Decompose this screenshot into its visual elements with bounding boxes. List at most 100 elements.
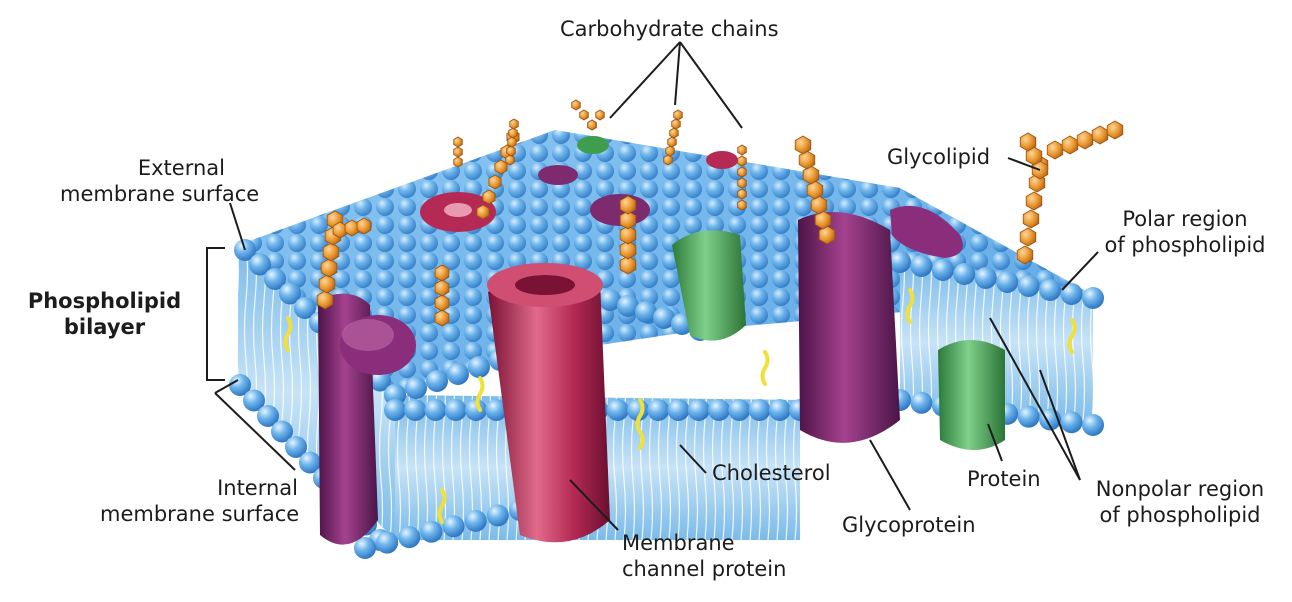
sugar-unit bbox=[319, 275, 335, 293]
label-cholesterol: Cholesterol bbox=[712, 460, 831, 486]
sugar-unit bbox=[580, 110, 589, 120]
sugar-unit bbox=[1020, 228, 1036, 246]
label-glycoprotein: Glycoprotein bbox=[842, 512, 976, 538]
head-group bbox=[1061, 283, 1083, 305]
sugar-unit bbox=[454, 137, 463, 147]
sugar-unit bbox=[588, 120, 597, 130]
head-group bbox=[708, 399, 730, 421]
sugar-unit bbox=[454, 147, 463, 157]
sugar-unit bbox=[1017, 246, 1033, 264]
green-protein-right bbox=[938, 340, 1005, 450]
head-group bbox=[468, 356, 490, 378]
head-group bbox=[728, 399, 750, 421]
sugar-unit bbox=[323, 243, 339, 261]
sugar-unit bbox=[435, 295, 449, 311]
sugar-unit bbox=[317, 291, 333, 309]
sugar-unit bbox=[670, 128, 679, 138]
head-group bbox=[749, 399, 771, 421]
sugar-unit bbox=[738, 178, 747, 188]
sugar-unit bbox=[435, 280, 449, 296]
head-group bbox=[404, 399, 426, 421]
sugar-unit bbox=[795, 136, 811, 154]
sugar-unit bbox=[1062, 136, 1078, 154]
head-group bbox=[465, 510, 487, 532]
head-group bbox=[1018, 406, 1040, 428]
head-group bbox=[996, 271, 1018, 293]
head-group bbox=[384, 399, 406, 421]
head-group bbox=[910, 392, 932, 414]
head-group bbox=[426, 370, 448, 392]
head-group bbox=[688, 399, 710, 421]
sugar-unit bbox=[664, 155, 673, 165]
sugar-unit bbox=[738, 200, 747, 210]
label-carbohydrate-chains: Carbohydrate chains bbox=[560, 16, 779, 42]
sugar-unit bbox=[799, 151, 815, 169]
sugar-unit bbox=[738, 145, 747, 155]
sugar-unit bbox=[819, 226, 835, 244]
head-group bbox=[1018, 275, 1040, 297]
head-group bbox=[932, 259, 954, 281]
sugar-unit bbox=[1020, 133, 1036, 151]
sugar-unit bbox=[738, 167, 747, 177]
sugar-unit bbox=[1092, 126, 1108, 144]
head-group bbox=[953, 263, 975, 285]
head-group bbox=[443, 515, 465, 537]
sugar-unit bbox=[507, 146, 516, 156]
sugar-unit bbox=[811, 196, 827, 214]
label-internal-surface: Internal membrane surface bbox=[100, 475, 298, 527]
sugar-unit bbox=[510, 119, 519, 129]
sugar-unit bbox=[435, 310, 449, 326]
head-group bbox=[975, 267, 997, 289]
head-group bbox=[1039, 279, 1061, 301]
sugar-unit bbox=[674, 110, 683, 120]
sugar-unit bbox=[477, 205, 489, 219]
head-group bbox=[1082, 287, 1104, 309]
head-group bbox=[889, 251, 911, 273]
head-group bbox=[398, 526, 420, 548]
sugar-unit bbox=[620, 196, 636, 214]
head-group bbox=[425, 399, 447, 421]
label-phospholipid-bilayer: Phospholipid bilayer bbox=[12, 288, 197, 340]
sugar-unit bbox=[357, 218, 371, 234]
sugar-unit bbox=[435, 265, 449, 281]
sugar-unit bbox=[506, 155, 515, 165]
head-group bbox=[445, 399, 467, 421]
sugar-unit bbox=[1026, 192, 1042, 210]
head-group bbox=[405, 377, 427, 399]
head-group bbox=[607, 399, 629, 421]
sugar-unit bbox=[489, 175, 501, 189]
sugar-unit bbox=[509, 128, 518, 138]
sugar-unit bbox=[672, 119, 681, 129]
head-group bbox=[376, 532, 398, 554]
sugar-unit bbox=[454, 157, 463, 167]
sugar-unit bbox=[508, 137, 517, 147]
head-group bbox=[668, 399, 690, 421]
head-group bbox=[420, 521, 442, 543]
sugar-unit bbox=[495, 160, 507, 174]
head-group bbox=[1082, 414, 1104, 436]
label-channel-protein: Membrane channel protein bbox=[622, 530, 786, 582]
head-group bbox=[447, 363, 469, 385]
head-group bbox=[910, 255, 932, 277]
head-group bbox=[769, 399, 791, 421]
head-group bbox=[1061, 411, 1083, 433]
label-protein: Protein bbox=[967, 466, 1041, 492]
sugar-unit bbox=[803, 166, 819, 184]
sugar-unit bbox=[1047, 141, 1063, 159]
sugar-unit bbox=[807, 181, 823, 199]
head-group bbox=[487, 504, 509, 526]
sugar-unit bbox=[321, 259, 337, 277]
sugar-unit bbox=[815, 211, 831, 229]
sugar-unit bbox=[572, 100, 581, 110]
label-glycolipid: Glycolipid bbox=[887, 144, 990, 170]
label-external-surface: External membrane surface bbox=[60, 155, 225, 207]
sugar-unit bbox=[668, 137, 677, 147]
sugar-unit bbox=[738, 156, 747, 166]
head-group bbox=[647, 399, 669, 421]
sugar-unit bbox=[1023, 210, 1039, 228]
sugar-unit bbox=[483, 190, 495, 204]
label-nonpolar-region: Nonpolar region of phospholipid bbox=[1080, 476, 1280, 528]
label-polar-region: Polar region of phospholipid bbox=[1090, 206, 1280, 258]
sugar-unit bbox=[1077, 131, 1093, 149]
